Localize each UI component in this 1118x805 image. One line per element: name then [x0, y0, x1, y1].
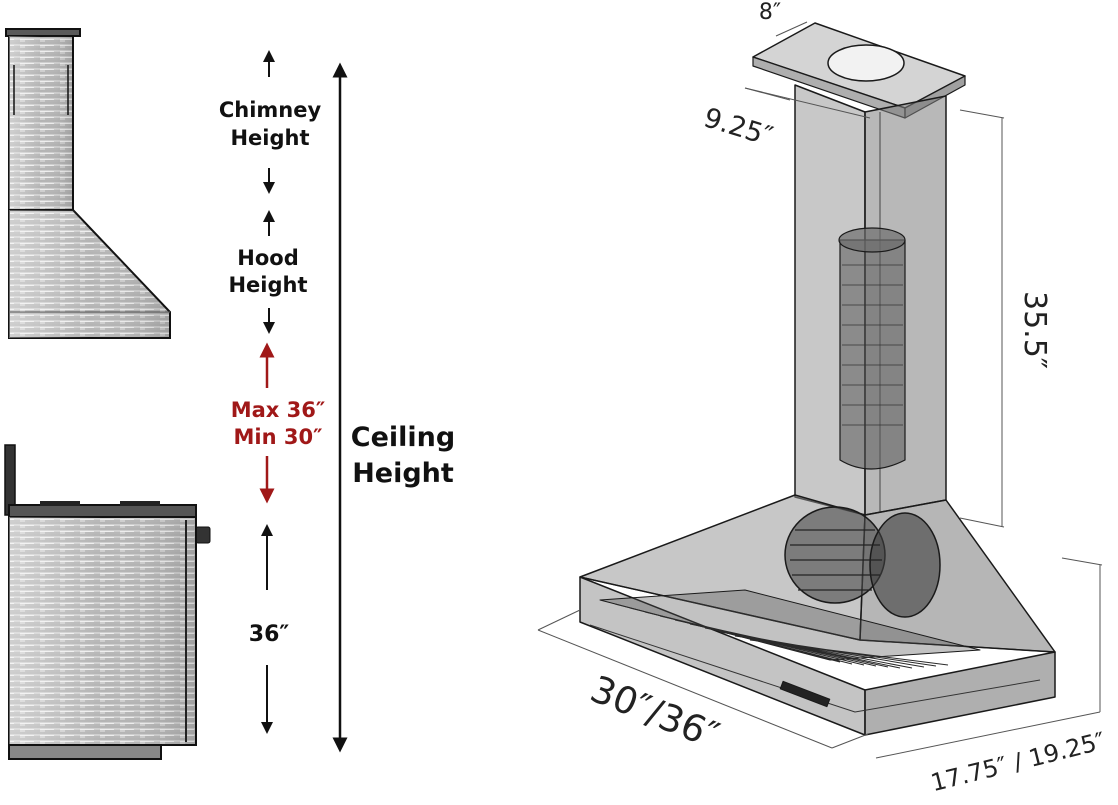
min-gap-label: Min 30″: [234, 425, 323, 449]
blower-cylinder: [838, 227, 906, 470]
width-label: 30″/36″: [585, 667, 726, 757]
counter-height-dimension: 36″: [249, 524, 290, 734]
range-base: [8, 744, 162, 760]
hood-height-label-2: Height: [228, 273, 307, 297]
hood-3d-view: [579, 22, 1056, 736]
blower-wheel: [784, 506, 941, 618]
hood-height-dimension: Hood Height: [228, 210, 308, 334]
ceiling-height-label-1: Ceiling: [351, 422, 455, 453]
control-panel: [779, 680, 831, 708]
knob: [195, 526, 211, 544]
chimney-depth-label: 9.25″: [700, 102, 776, 152]
chimney-height-label-2: Height: [230, 126, 309, 150]
chimney-height-3d-label: 35.5″: [1017, 291, 1052, 369]
range-side-view: [4, 444, 211, 760]
baffle-filters: [589, 589, 1041, 713]
ceiling-height-label-2: Height: [352, 458, 454, 489]
chimney-height-3d-dimension: 35.5″: [959, 109, 1052, 528]
duct-opening: [827, 44, 905, 82]
max-gap-label: Max 36″: [231, 398, 326, 422]
duct-width-dimension: 8″: [759, 0, 808, 37]
mounting-gap-dimension: Max 36″ Min 30″: [231, 342, 326, 504]
duct-width-label: 8″: [759, 0, 781, 25]
chimney-height-dimension: Chimney Height: [219, 50, 322, 194]
hood-side-view: [5, 28, 171, 339]
hood-height-label-1: Hood: [237, 246, 298, 270]
depth-label: 17.75″ / 19.25″: [928, 727, 1108, 797]
cooktop: [8, 504, 197, 518]
counter-height-label: 36″: [249, 622, 290, 647]
chimney-height-label-1: Chimney: [219, 98, 322, 122]
ceiling-height-dimension: Ceiling Height: [332, 62, 455, 753]
chimney-cap: [5, 28, 81, 37]
